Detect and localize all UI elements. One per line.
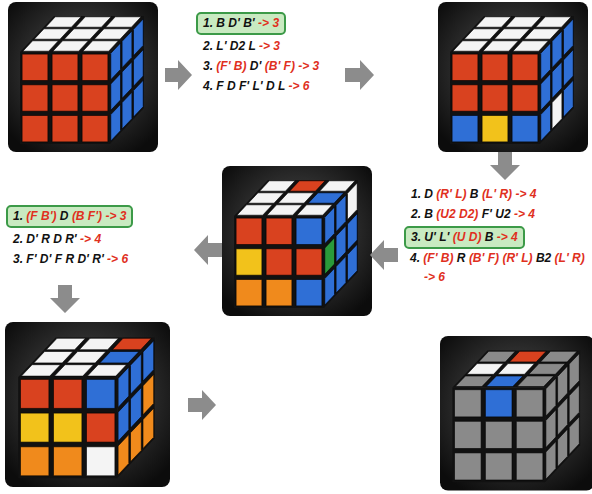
flow-arrow	[50, 60, 520, 420]
move-sequence: 3. U' L' (U D) B -> 4	[411, 229, 518, 246]
move-sequence: 2. L' D2 L -> 3	[203, 38, 280, 55]
move-token: F' U2	[478, 207, 514, 221]
rubiks-cube	[222, 166, 372, 316]
move-token: B	[481, 230, 496, 244]
move-token: 1. B D' B'	[203, 16, 258, 30]
move-token: (B F')	[72, 209, 102, 223]
move-token: -> 6	[424, 270, 445, 284]
move-token: 3. F' D' F R D' R'	[13, 252, 107, 266]
move-sequence: 1. (F B') D (B F') -> 3	[13, 208, 126, 225]
move-token: (L' R)	[555, 251, 585, 265]
move-token: D	[57, 209, 72, 223]
move-token: (U D)	[453, 230, 482, 244]
move-token: -> 3	[298, 59, 319, 73]
move-sequence: 4. (F' B) R (B' F) (R' L) B2 (L' R) -> 6	[410, 249, 586, 287]
move-sequence: 3. (F' B) D' (B' F) -> 3	[203, 58, 319, 75]
move-sequence: 1. D (R' L) B (L' R) -> 4	[411, 186, 536, 203]
move-token: -> 3	[259, 39, 280, 53]
move-token: (F' B)	[423, 251, 453, 265]
move-token: -> 4	[497, 230, 518, 244]
move-token: (B' F)	[469, 251, 499, 265]
move-token: -> 4	[515, 187, 536, 201]
move-token: (F B')	[26, 209, 56, 223]
move-token: B2	[533, 251, 555, 265]
move-token: 1.	[13, 209, 26, 223]
move-token: 2. B	[411, 207, 436, 221]
move-token: (U2 D2)	[436, 207, 478, 221]
move-token: 4. F D F' L' D L	[203, 79, 289, 93]
move-token: B	[467, 187, 482, 201]
move-token: 4.	[410, 251, 423, 265]
highlight-box: 1. (F B') D (B F') -> 3	[6, 205, 133, 228]
move-token: -> 3	[258, 16, 279, 30]
move-token: 2. L' D2 L	[203, 39, 259, 53]
rubiks-cube	[5, 322, 170, 487]
move-token: -> 6	[289, 79, 310, 93]
move-token: 3. U' L'	[411, 230, 453, 244]
highlight-box: 3. U' L' (U D) B -> 4	[404, 226, 525, 249]
move-sequence: 2. D' R D R' -> 4	[13, 231, 101, 248]
move-token: (F' B)	[216, 59, 246, 73]
rubiks-cube	[438, 2, 588, 152]
move-token: D'	[247, 59, 265, 73]
move-token	[102, 209, 105, 223]
move-token: (R' L)	[502, 251, 532, 265]
move-sequence: 1. B D' B' -> 3	[203, 15, 279, 32]
move-token: (B' F)	[265, 59, 295, 73]
move-token: -> 4	[80, 232, 101, 246]
move-token	[499, 251, 502, 265]
move-sequence: 3. F' D' F R D' R' -> 6	[13, 251, 128, 268]
rubiks-cube	[440, 336, 592, 491]
move-token: -> 4	[514, 207, 535, 221]
rubiks-cube	[8, 2, 158, 152]
move-token: -> 6	[107, 252, 128, 266]
move-sequence: 2. B (U2 D2) F' U2 -> 4	[411, 206, 535, 223]
move-token: R	[454, 251, 469, 265]
highlight-box: 1. B D' B' -> 3	[196, 12, 286, 35]
move-sequence: 4. F D F' L' D L -> 6	[203, 78, 310, 95]
move-token: (R' L)	[436, 187, 466, 201]
move-token	[512, 187, 515, 201]
move-token: 2. D' R D R'	[13, 232, 80, 246]
move-token: -> 3	[105, 209, 126, 223]
move-token: 1. D	[411, 187, 436, 201]
move-token	[295, 59, 298, 73]
move-token: 3.	[203, 59, 216, 73]
move-token: (L' R)	[482, 187, 512, 201]
